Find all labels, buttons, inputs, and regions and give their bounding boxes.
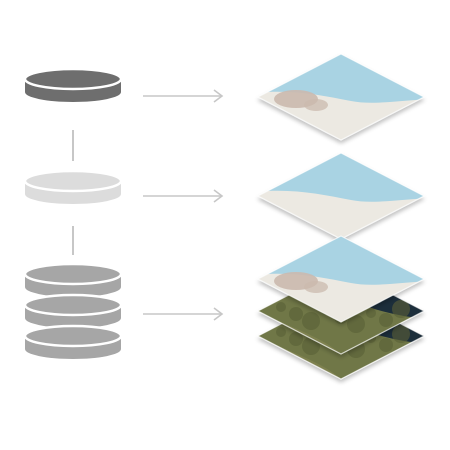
database-disk xyxy=(23,262,123,297)
arrow-right-icon xyxy=(143,189,224,203)
database-disk xyxy=(23,67,123,102)
database-disk xyxy=(23,169,123,204)
stacked-database-icon xyxy=(23,262,123,359)
arrows xyxy=(143,89,224,321)
map-layer-stack xyxy=(256,53,426,141)
map-layer-stack xyxy=(256,152,426,240)
arrow-right-icon xyxy=(143,307,224,321)
street-map-layer xyxy=(256,53,426,141)
single-database-icon xyxy=(23,67,123,102)
arrow-right-icon xyxy=(143,89,224,103)
street-map-layer xyxy=(256,152,426,240)
map-layer-stack xyxy=(256,235,426,380)
database-disk xyxy=(23,293,123,328)
map-layer-stacks xyxy=(256,53,426,380)
database-disk xyxy=(23,324,123,359)
single-database-icon xyxy=(23,169,123,204)
data-sources xyxy=(23,67,123,359)
